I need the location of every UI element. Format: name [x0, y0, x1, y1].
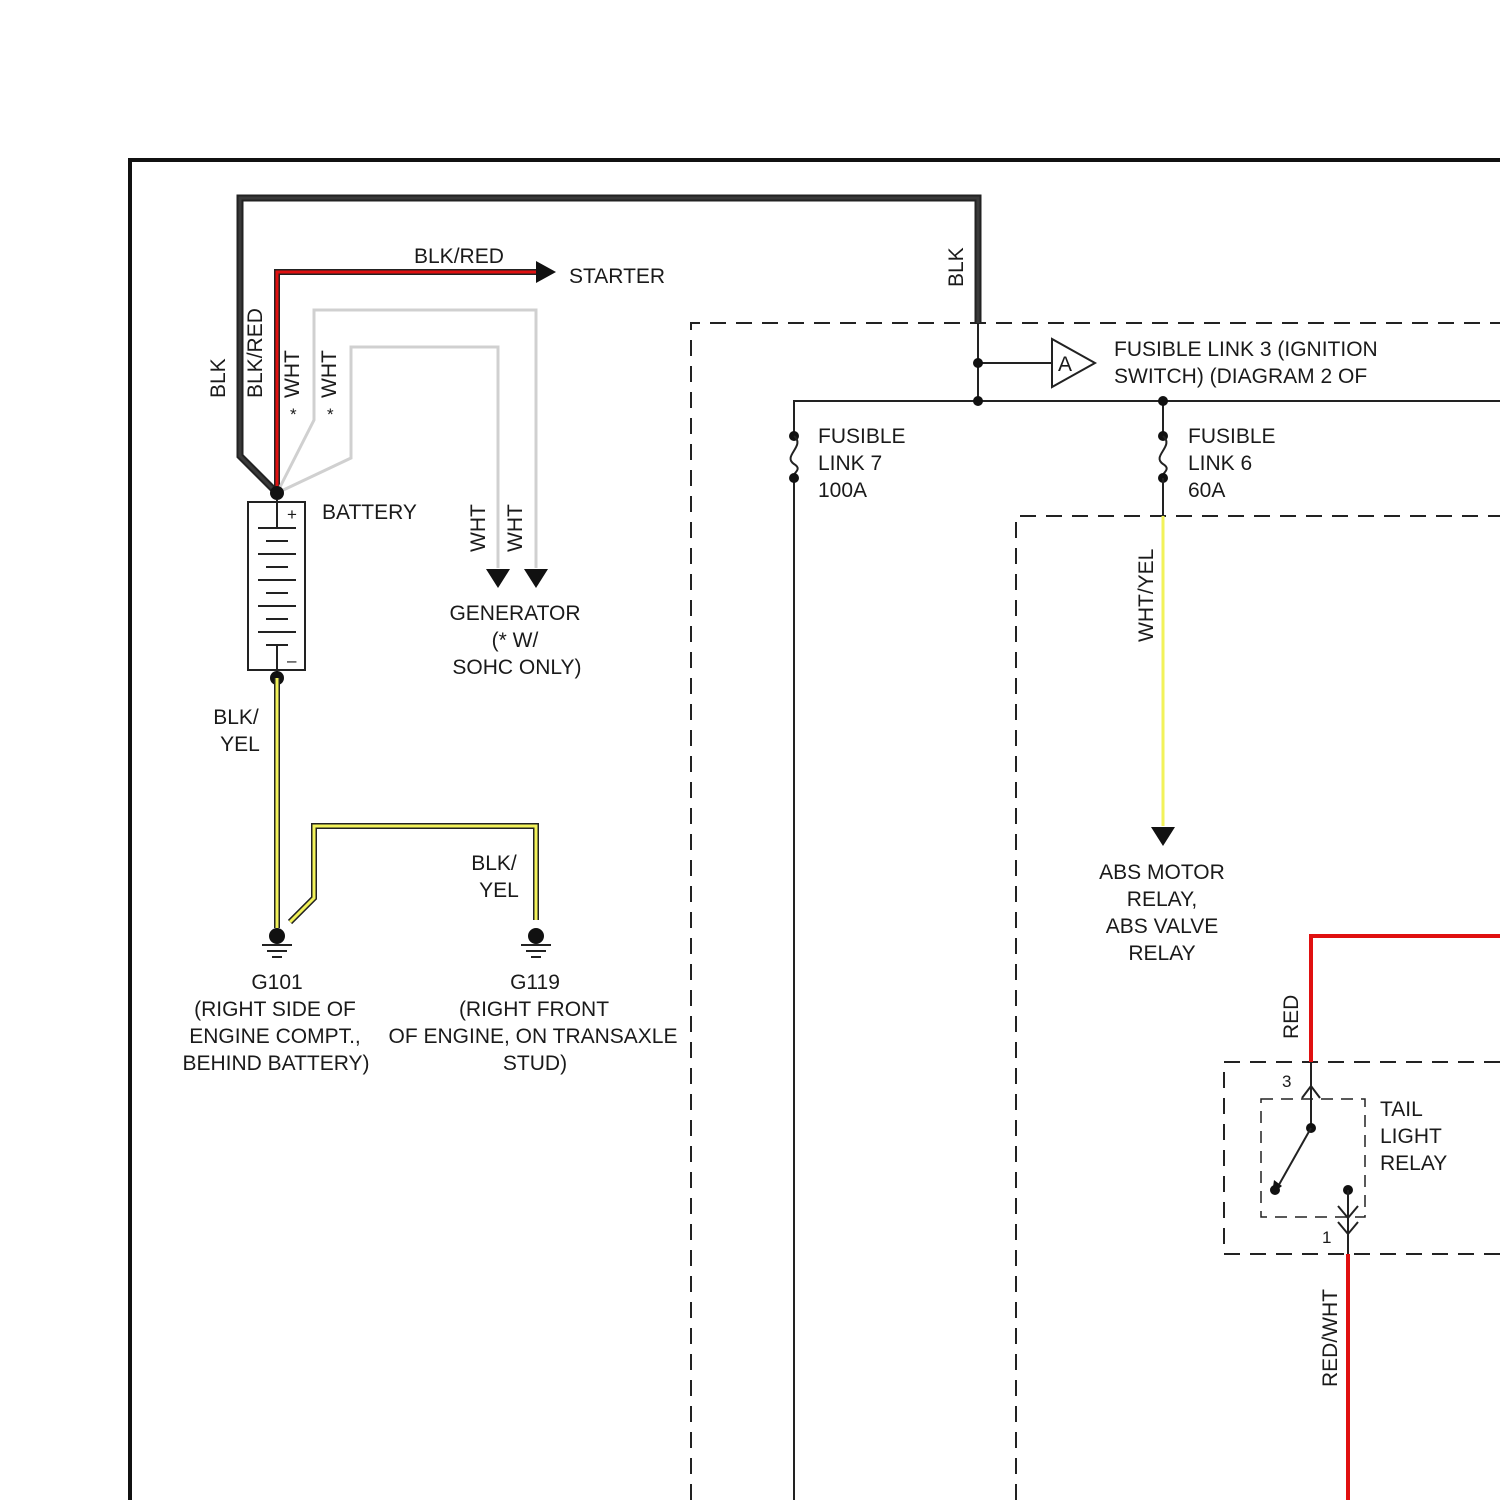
blk-left-label: BLK	[207, 358, 230, 398]
starter-label: STARTER	[569, 265, 665, 288]
fusible-link-3-label-line-1: FUSIBLE LINK 3 (IGNITION	[1114, 338, 1378, 361]
red-wire-label: RED	[1280, 995, 1303, 1039]
abs-label-line-2: RELAY,	[1127, 888, 1197, 911]
asterisk-label-2: *	[327, 405, 334, 424]
g119-label-line-3: OF ENGINE, ON TRANSAXLE	[388, 1025, 677, 1048]
generator-arrow-icon-1	[486, 569, 510, 588]
relay-contact-open	[1270, 1185, 1280, 1195]
wht-gen-label-2: WHT	[504, 504, 527, 552]
fusible-link-7-icon	[789, 431, 799, 483]
under-hood-relay-box-outline	[1016, 516, 1500, 1500]
battery-positive-terminal	[270, 486, 284, 500]
abs-label-line-3: ABS VALVE	[1106, 915, 1218, 938]
fusible-link-7-label-line-3: 100A	[818, 479, 867, 502]
blk-yel-battery-label-1: BLK/	[213, 706, 259, 729]
g101-ground-icon	[262, 928, 292, 957]
blk-yel-g119-label-1: BLK/	[471, 852, 517, 875]
battery-minus-label: –	[287, 651, 297, 670]
fusible-link-7-label-line-2: LINK 7	[818, 452, 882, 475]
fusible-link-6-icon	[1158, 396, 1168, 516]
tail-light-relay-inner-outline	[1261, 1099, 1365, 1217]
generator-label-line-1: GENERATOR	[449, 602, 580, 625]
wht-label-2: WHT	[318, 350, 341, 398]
abs-label-line-4: RELAY	[1128, 942, 1195, 965]
wht-label-1: WHT	[281, 350, 304, 398]
fusible-link-6-label-line-3: 60A	[1188, 479, 1225, 502]
relay-pin-3-label: 3	[1282, 1072, 1291, 1091]
battery-label: BATTERY	[322, 501, 417, 524]
junction-dot-a	[973, 358, 983, 368]
tail-light-relay-label-line-3: RELAY	[1380, 1152, 1447, 1175]
tail-light-relay-label-line-1: TAIL	[1380, 1098, 1423, 1121]
g119-label-line-1: G119	[510, 971, 560, 994]
fusible-link-6-label-line-1: FUSIBLE	[1188, 425, 1276, 448]
g101-label-line-2: (RIGHT SIDE OF	[194, 998, 356, 1021]
wht-gen-label-1: WHT	[467, 504, 490, 552]
abs-label-line-1: ABS MOTOR	[1099, 861, 1225, 884]
battery-plus-label: +	[287, 505, 297, 524]
abs-arrow-icon	[1151, 827, 1175, 846]
blk-red-vertical-label: BLK/RED	[244, 308, 267, 398]
fusible-link-3-label-line-2: SWITCH) (DIAGRAM 2 OF	[1114, 365, 1367, 388]
red-wht-wire-label: RED/WHT	[1319, 1289, 1342, 1387]
g101-label-line-4: BEHIND BATTERY)	[182, 1052, 369, 1075]
blk-yel-g119-label-2: YEL	[479, 879, 519, 902]
wht-wire-2	[277, 347, 498, 568]
red-wire	[1311, 936, 1500, 1062]
g119-label-line-2: (RIGHT FRONT	[459, 998, 609, 1021]
relay-switch-arm	[1276, 1128, 1311, 1190]
generator-arrow-icon-2	[524, 569, 548, 588]
tail-light-relay-outline	[1224, 1062, 1500, 1254]
relay-pin-1-label: 1	[1322, 1228, 1331, 1247]
generator-label-line-3: SOHC ONLY)	[452, 656, 581, 679]
blk-yel-battery-label-2: YEL	[220, 733, 260, 756]
tail-light-relay-label-line-2: LIGHT	[1380, 1125, 1442, 1148]
asterisk-label-1: *	[290, 405, 297, 424]
g101-label-line-3: ENGINE COMPT.,	[189, 1025, 361, 1048]
generator-label-line-2: (* W/	[492, 629, 539, 652]
g101-label-line-1: G101	[251, 971, 302, 994]
engine-compartment-fuse-box-outline	[691, 323, 1500, 1500]
starter-arrow-icon	[536, 261, 556, 283]
wht-yel-label: WHT/YEL	[1135, 549, 1158, 642]
junction-dot-bus	[973, 396, 983, 406]
connector-a-label: A	[1058, 353, 1072, 376]
fusible-link-6-label-line-2: LINK 6	[1188, 452, 1252, 475]
g119-ground-icon	[521, 928, 551, 957]
blk-top-label: BLK	[945, 247, 968, 287]
fusible-link-7-label-line-1: FUSIBLE	[818, 425, 906, 448]
blk-red-starter-label: BLK/RED	[414, 245, 504, 268]
g119-label-line-4: STUD)	[503, 1052, 567, 1075]
